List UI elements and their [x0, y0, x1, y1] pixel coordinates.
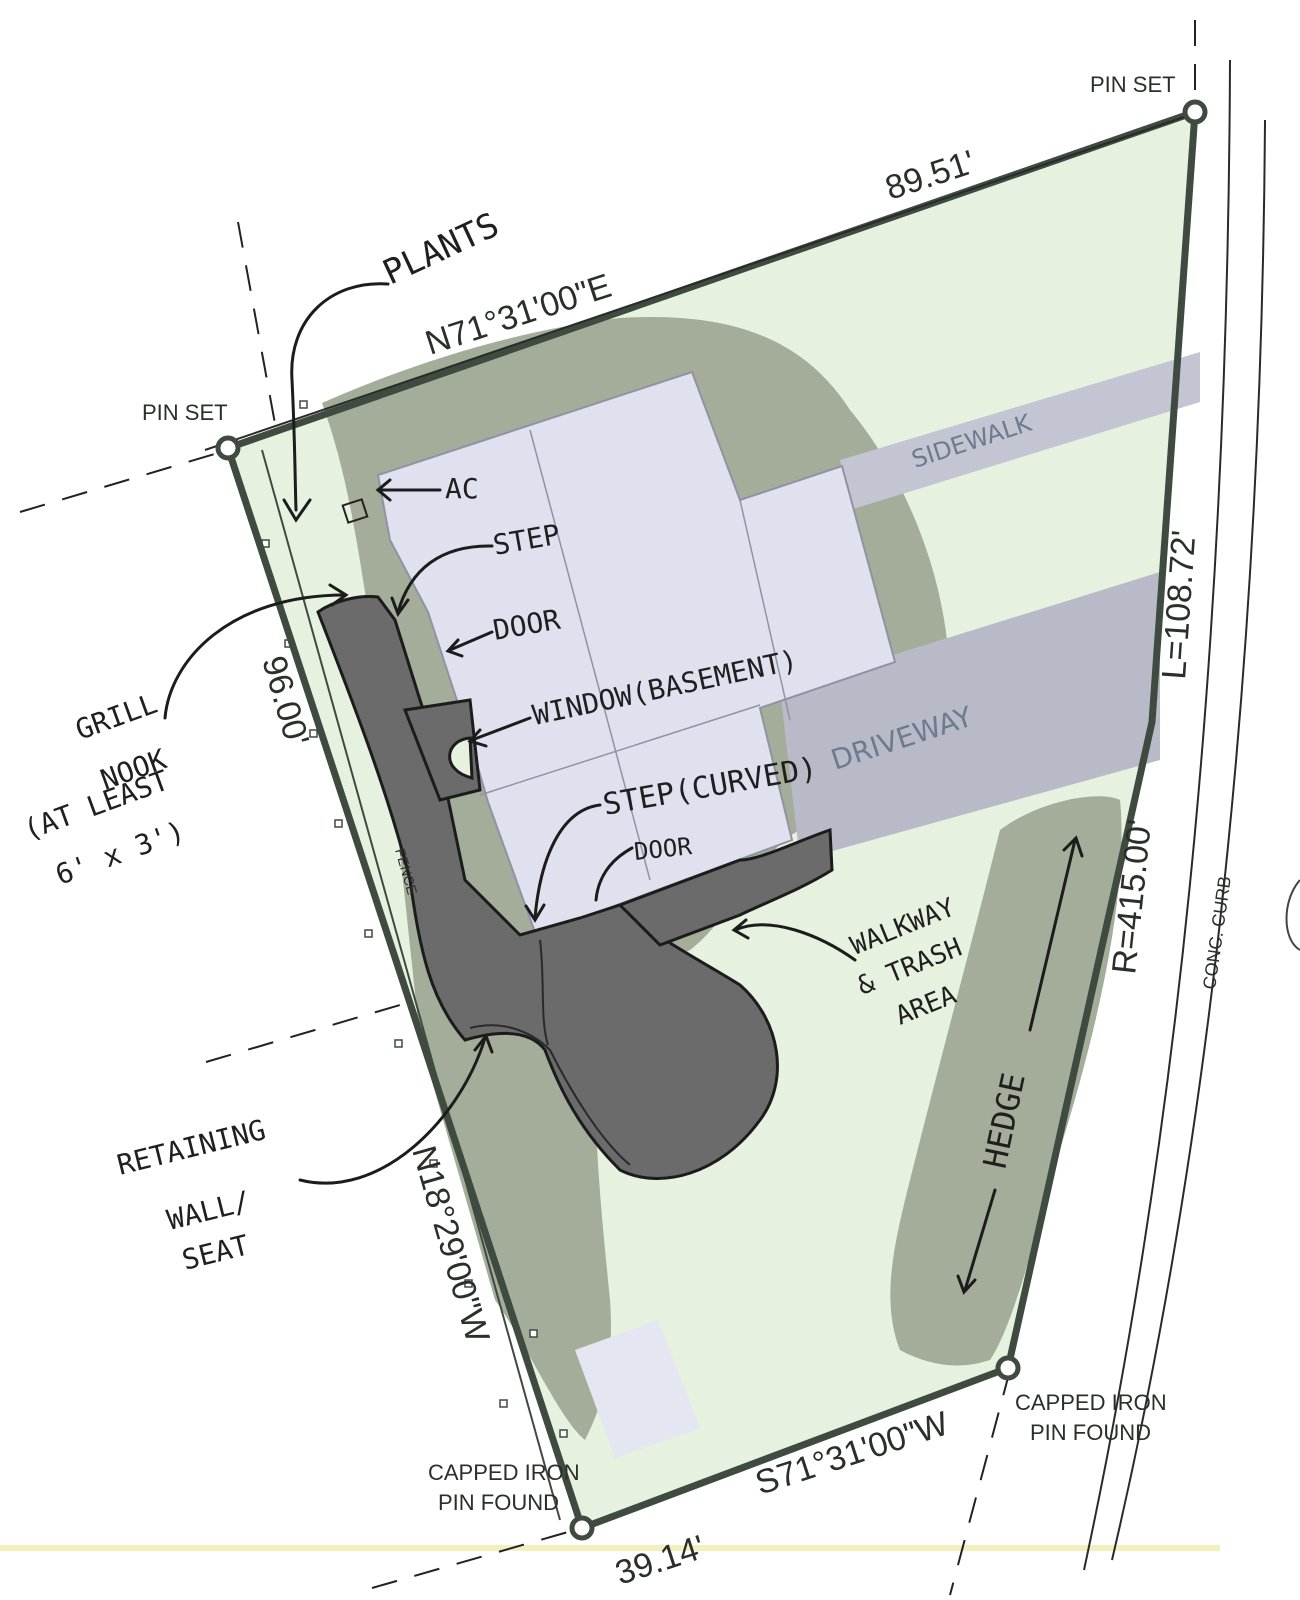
ac-unit: [341, 498, 369, 524]
pin-set-top-left: PIN SET: [142, 400, 228, 425]
note-retaining-1: RETAINING: [114, 1113, 269, 1182]
pin-found-left-line1: CAPPED IRON: [428, 1460, 580, 1485]
fence-posts: [261, 400, 568, 1438]
driveway: [780, 572, 1160, 860]
note-plants: PLANTS: [377, 205, 505, 293]
pin-found-right-line2: PIN FOUND: [1030, 1420, 1151, 1445]
leader-arrows: [163, 282, 1084, 1295]
corner-pins: [215, 99, 1208, 1541]
hedge-bed: [890, 796, 1122, 1366]
fence-line: [261, 449, 561, 1521]
note-retaining-3: SEAT: [179, 1228, 253, 1276]
walkway-loop: [617, 827, 834, 947]
pin-found-left-line2: PIN FOUND: [438, 1490, 559, 1515]
sidewalk: [840, 352, 1200, 510]
shed-pad: [575, 1320, 700, 1458]
step-curved: [448, 736, 474, 780]
house: [376, 370, 897, 937]
patio-edge: [469, 1024, 631, 1166]
south-distance: 39.14': [611, 1528, 710, 1592]
pin-set-top-right: PIN SET: [1090, 72, 1176, 97]
pin-found-right-line1: CAPPED IRON: [1015, 1390, 1167, 1415]
curb-lines: [1083, 59, 1300, 1571]
curb-label: CONC. CURB: [1199, 875, 1235, 991]
note-ac: AC: [445, 472, 479, 505]
note-grill-1: GRILL: [71, 687, 161, 747]
note-door-2: DOOR: [633, 832, 694, 866]
